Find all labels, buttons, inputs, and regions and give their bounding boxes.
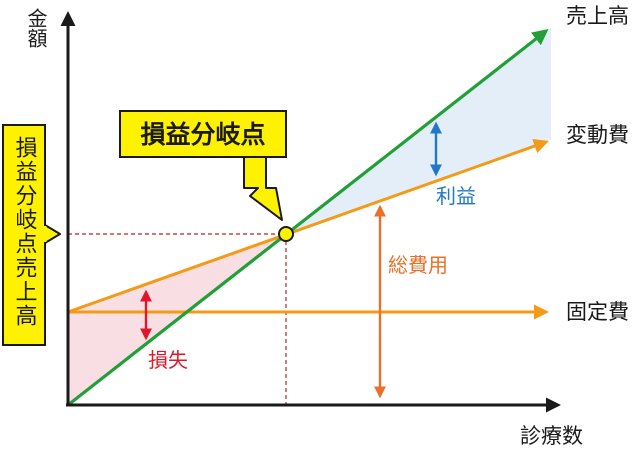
- bep-sales-text: 損益分岐点売上高: [12, 136, 38, 328]
- variable-cost-label: 変動費: [566, 123, 629, 147]
- profit-label: 利益: [436, 184, 476, 208]
- total-cost-line: [67, 138, 549, 314]
- y-axis-label: 金額: [24, 8, 48, 48]
- sales-label: 売上高: [566, 4, 629, 28]
- bep-sales-box: 損益分岐点売上高: [2, 124, 61, 346]
- fixed-cost-label: 固定費: [566, 300, 629, 324]
- break-even-point: [278, 226, 294, 242]
- x-axis-label: 診療数: [520, 424, 583, 448]
- loss-label: 損失: [148, 348, 188, 372]
- bep-callout: 損益分岐点: [119, 110, 287, 221]
- total-cost-label: 総費用: [388, 253, 448, 277]
- sales-line: [67, 29, 549, 407]
- bep-callout-text: 損益分岐点: [140, 120, 265, 149]
